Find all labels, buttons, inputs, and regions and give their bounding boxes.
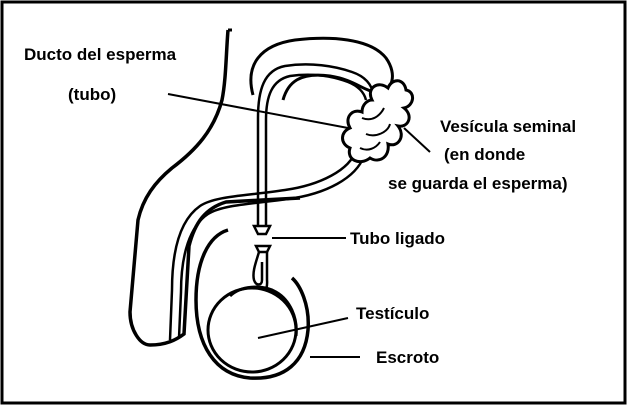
leader-seminal-vesicle [404,128,430,152]
label-sperm-duct: Ducto del esperma [24,46,176,63]
label-seminal-vesicle-sub1: (en donde [444,146,525,163]
label-scrotum: Escroto [376,349,439,366]
lower-duct [253,252,262,285]
label-seminal-vesicle: Vesícula seminal [440,118,576,135]
tied-tube-lower-end [256,246,270,252]
tied-tube-upper-end [254,226,270,234]
seminal-vesicle-shape [343,81,413,162]
label-tied-tube: Tubo ligado [350,230,445,247]
testicle-shape [208,288,296,372]
label-sperm-duct-sub: (tubo) [68,86,116,103]
label-testicle: Testículo [356,305,429,322]
label-seminal-vesicle-sub2: se guarda el esperma) [388,175,568,192]
